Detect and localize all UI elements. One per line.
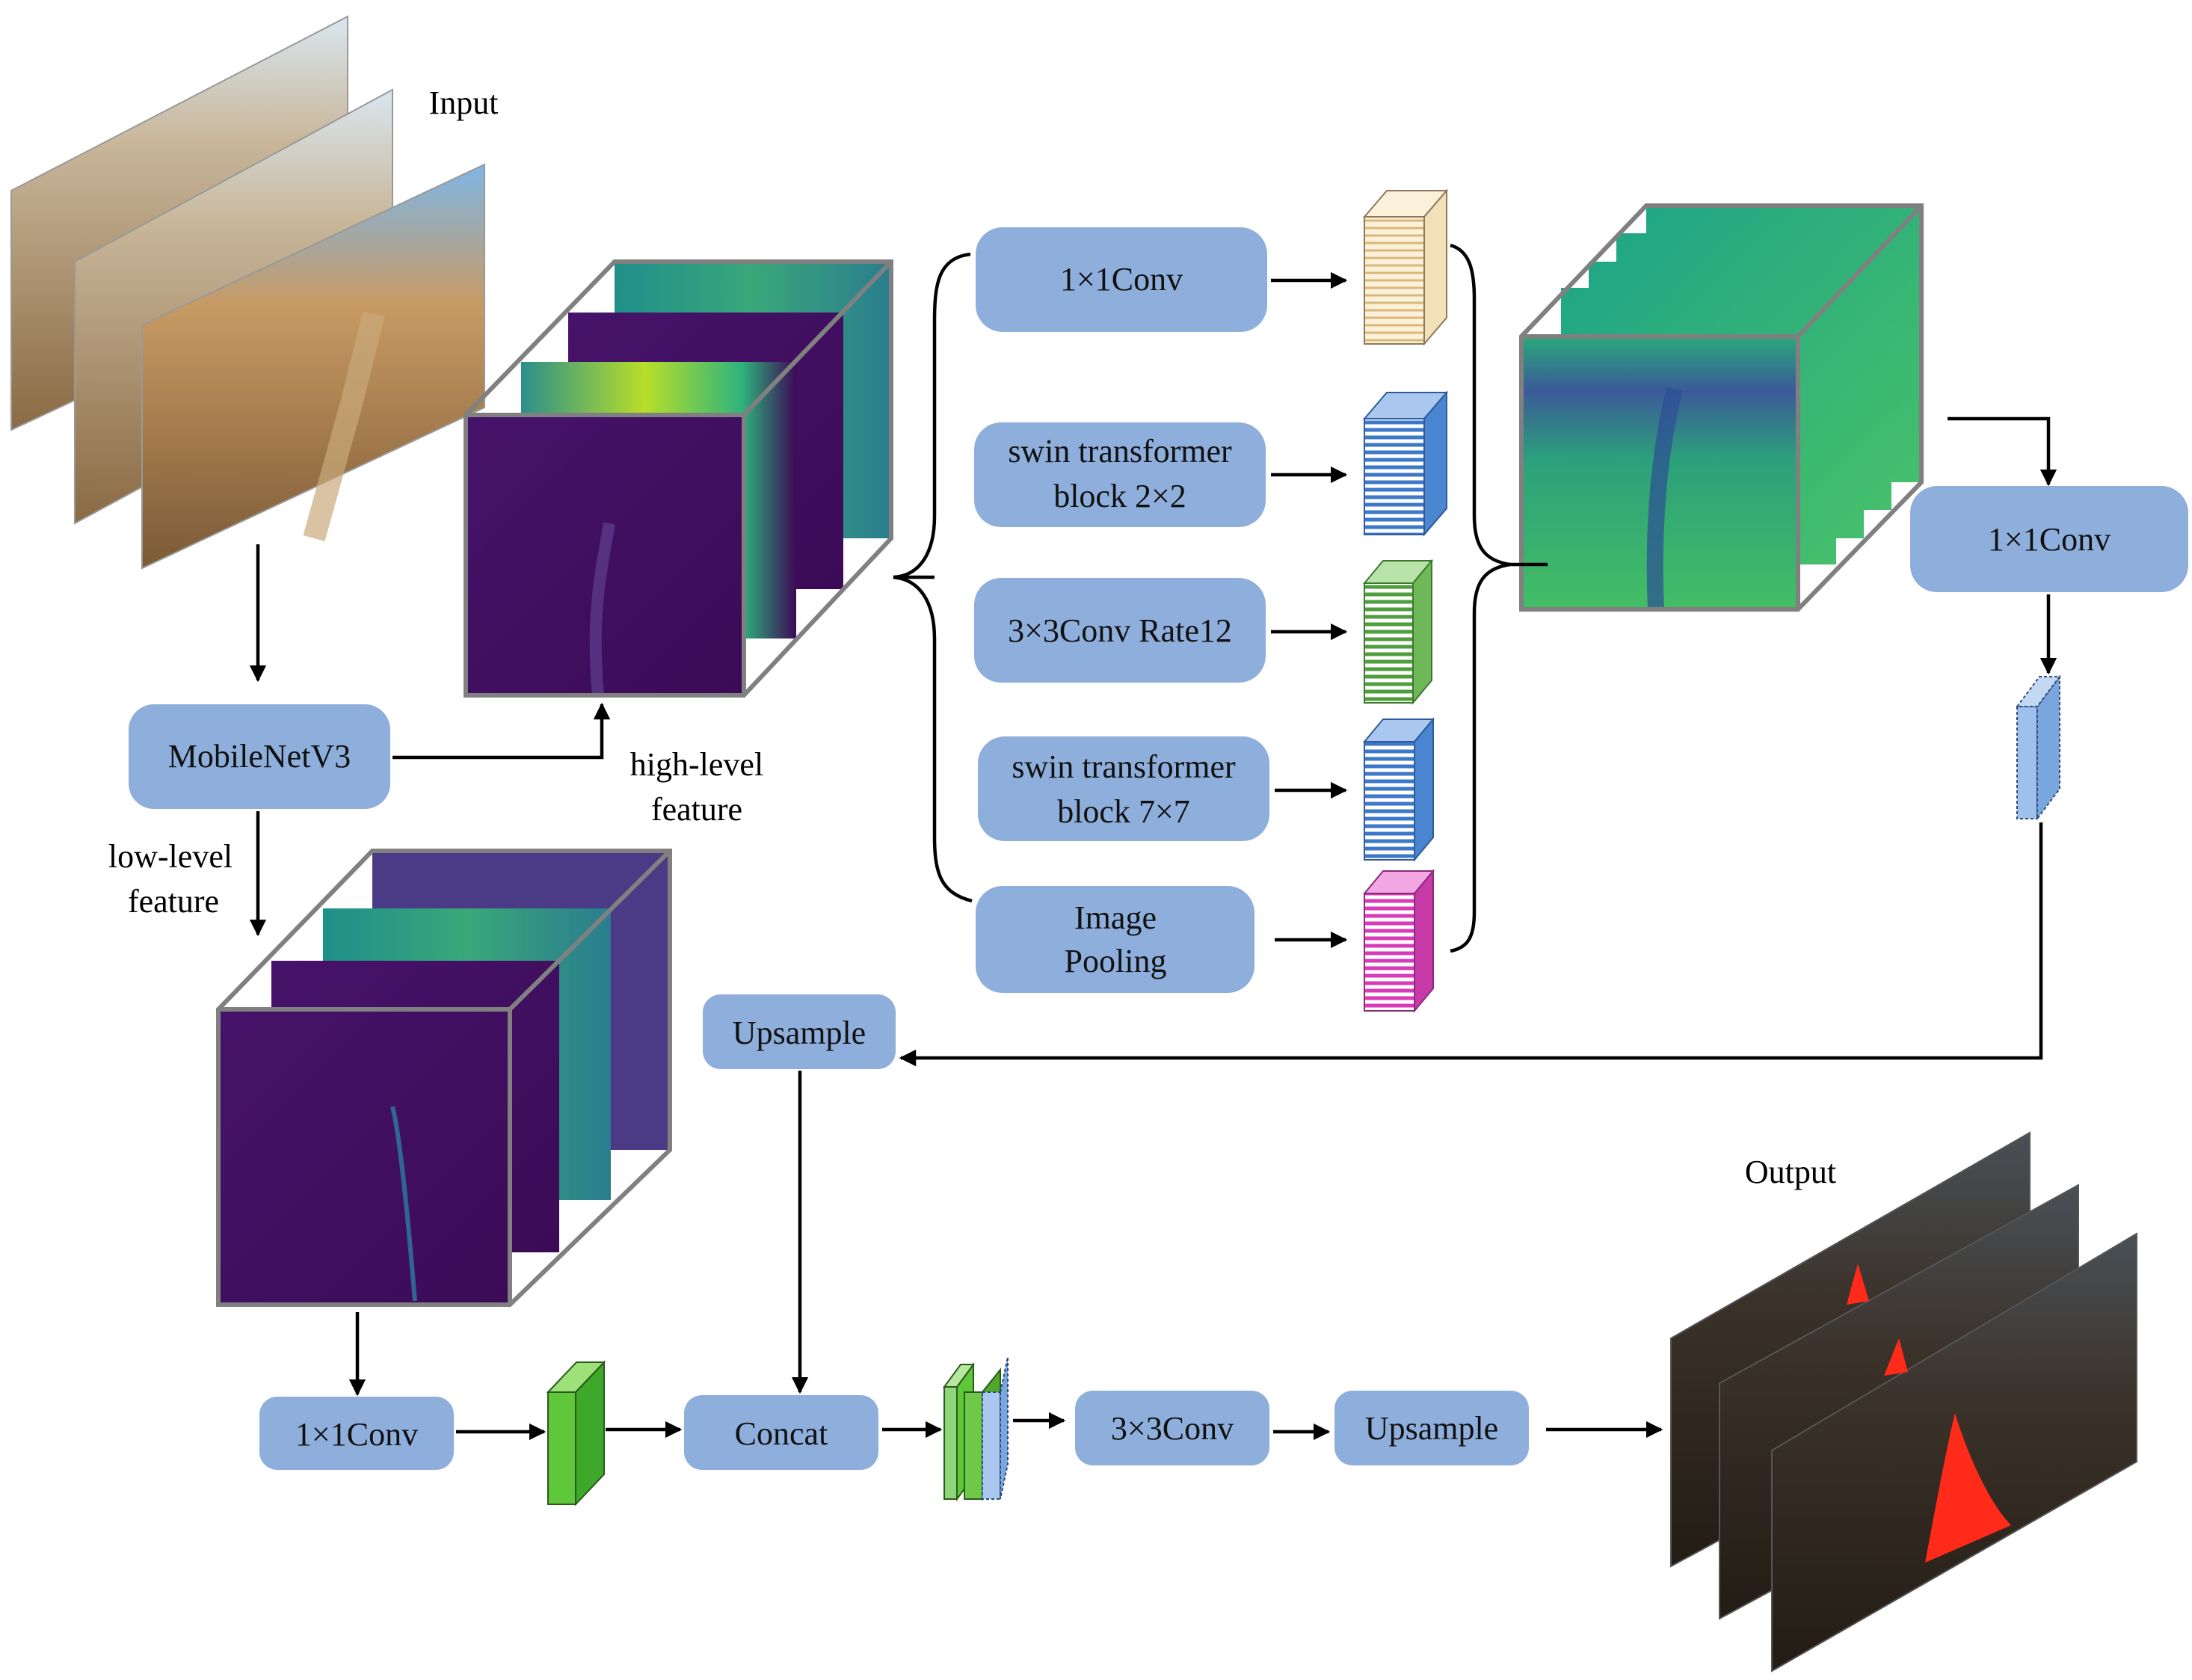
svg-text:1×1Conv: 1×1Conv <box>295 1416 418 1453</box>
svg-text:3×3Conv Rate12: 3×3Conv Rate12 <box>1008 612 1232 649</box>
svg-text:1×1Conv: 1×1Conv <box>1988 521 2111 558</box>
block-swin-7x7-blue <box>1362 717 1435 862</box>
node-low-conv1x1: 1×1Conv <box>259 1397 454 1470</box>
low-level-feature-cube <box>216 849 672 1307</box>
svg-text:MobileNetV3: MobileNetV3 <box>168 738 351 775</box>
high-level-feature-cube <box>464 259 893 698</box>
block-fused-blue <box>2016 674 2061 821</box>
node-conv3x3-rate12: 3×3Conv Rate12 <box>974 578 1266 683</box>
high-level-label-line2: feature <box>651 791 742 828</box>
node-swin-2x2: swin transformer block 2×2 <box>974 422 1266 527</box>
low-level-label-line1: low-level <box>108 838 233 875</box>
svg-text:block 7×7: block 7×7 <box>1057 793 1190 830</box>
input-label: Input <box>429 84 499 121</box>
block-concat-stack <box>943 1356 1009 1502</box>
svg-text:swin transformer: swin transformer <box>1012 748 1236 785</box>
svg-text:Concat: Concat <box>735 1415 828 1452</box>
node-concat: Concat <box>684 1395 878 1470</box>
node-upsample-top: Upsample <box>703 994 896 1069</box>
edges <box>249 271 2057 1441</box>
node-aspp-conv1x1: 1×1Conv <box>976 227 1267 332</box>
block-conv3x3-green <box>1362 559 1434 705</box>
node-fuse-conv1x1: 1×1Conv <box>1910 486 2188 592</box>
input-images <box>10 15 485 570</box>
svg-text:Upsample: Upsample <box>1365 1410 1498 1447</box>
output-label: Output <box>1745 1154 1836 1190</box>
svg-text:3×3Conv: 3×3Conv <box>1111 1410 1234 1447</box>
block-conv1x1-cream <box>1362 188 1449 346</box>
block-swin-2x2-blue <box>1362 390 1449 537</box>
svg-text:swin transformer: swin transformer <box>1008 433 1232 470</box>
svg-text:Image: Image <box>1074 899 1157 936</box>
right-brace <box>1450 243 1511 953</box>
node-mobilenet: MobileNetV3 <box>129 704 390 809</box>
node-swin-7x7: swin transformer block 7×7 <box>978 736 1269 841</box>
node-image-pooling: Image Pooling <box>976 886 1254 993</box>
svg-text:1×1Conv: 1×1Conv <box>1060 261 1183 298</box>
fused-feature-cube <box>1519 203 1924 612</box>
svg-text:Pooling: Pooling <box>1065 943 1167 979</box>
output-images <box>1670 1131 2137 1673</box>
low-level-label-line2: feature <box>128 883 219 920</box>
high-level-label-line1: high-level <box>630 746 763 783</box>
node-upsample-bottom: Upsample <box>1334 1391 1529 1465</box>
block-pooling-magenta <box>1362 869 1435 1013</box>
svg-text:Upsample: Upsample <box>733 1015 866 1051</box>
node-conv3x3: 3×3Conv <box>1075 1391 1269 1465</box>
svg-text:block 2×2: block 2×2 <box>1053 478 1186 514</box>
block-low-green <box>546 1360 606 1507</box>
